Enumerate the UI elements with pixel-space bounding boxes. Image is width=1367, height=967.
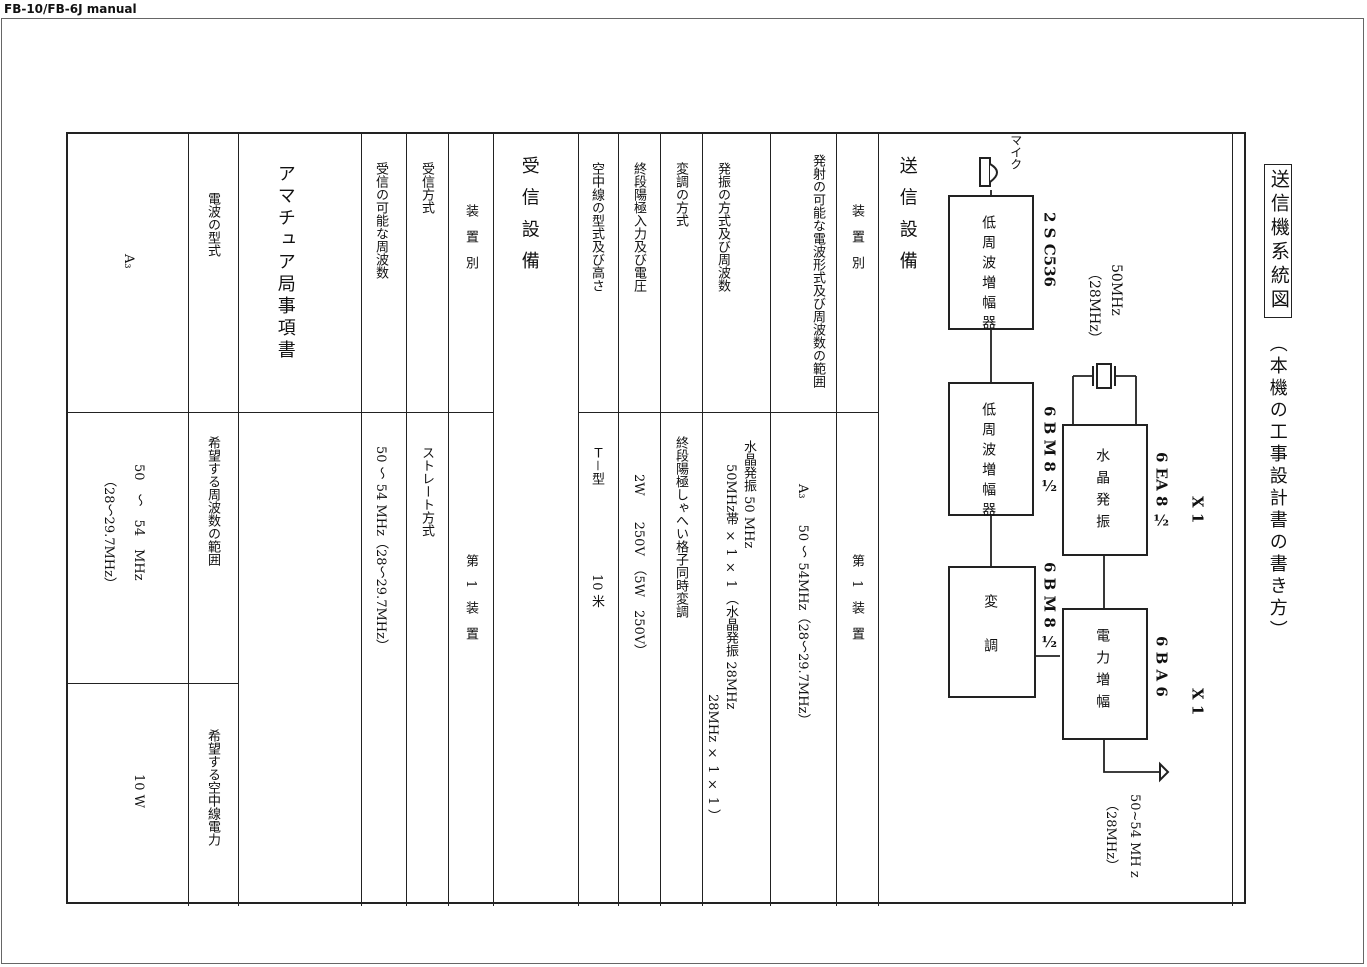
rx-label-method: 受信方式 [418, 162, 434, 214]
rx-value-method: ストレート方式 [418, 446, 434, 537]
output-freq-sub: （28MHz） [1102, 798, 1118, 873]
amateur-section-title: アマチュア局事項書 [274, 164, 296, 362]
stage-modulator: 変調 [948, 566, 1036, 698]
stage4-tube: 6 EA 8 ½ [1152, 452, 1171, 530]
tx-section-title: 送 信 設 備 [896, 156, 918, 274]
amateur-header-power: 希望する空中線電力 [204, 729, 220, 846]
tx-label-modulation: 変調の方式 [672, 162, 688, 227]
amateur-value-emission: A₃ [120, 254, 136, 269]
crystal-freq: 50MHz [1108, 264, 1125, 316]
tx-value-range: A₃ 50 ～ 54MHz（28～29.7MHz） [794, 484, 810, 727]
diagram-title: 送信機系統図 [1264, 164, 1292, 318]
stage5-mult: X 1 [1188, 688, 1207, 716]
stage-af-amp-1: 低周波増幅器 [948, 195, 1034, 335]
stage5-tube: 6 B A 6 [1152, 636, 1171, 697]
rx-section-title: 受 信 設 備 [518, 156, 540, 274]
tx-value-osc-3: 28MHz × 1 × 1 ） [704, 694, 720, 823]
tx-label-range: 発射の可能な電波形式及び周波数の範囲 [810, 154, 825, 388]
diagram-caption: （本機の工事設計書の書き方） [1266, 334, 1288, 642]
tx-label-input: 終段陽極入力及び電圧 [630, 162, 646, 292]
stage-modulator-label: 変調 [982, 594, 999, 682]
amateur-value-power: 10 W [130, 774, 146, 809]
page-frame [1, 18, 1364, 964]
tx-value-antenna-height: 10 米 [588, 574, 604, 608]
mic-label: マイク [1008, 134, 1023, 170]
stage-crystal-osc: 水晶発振 [1062, 424, 1148, 556]
amateur-value-freq-sub: （28～29.7MHz） [100, 474, 116, 590]
tx-value-antenna-type: Ｔ－型 [588, 446, 604, 486]
tx-value-osc-1: 水晶発振 50 MHz [740, 440, 756, 549]
stage-crystal-osc-label: 水晶発振 [1094, 448, 1111, 536]
crystal-freq-sub: （28MHz） [1086, 266, 1103, 346]
manual-title: FB-10/FB-6J manual [4, 2, 137, 16]
tx-value-modulation: 終段陽極しゃへい格子同時変調 [672, 436, 688, 618]
tx-label-oscillation: 発振の方式及び周波数 [714, 162, 730, 292]
amateur-header-emission: 電波の型式 [204, 192, 220, 257]
stage4-mult: X 1 [1188, 496, 1207, 524]
rx-value-device: 第 1 装 置 [462, 554, 478, 641]
amateur-value-freq: 50 ～ 54 MHz [130, 464, 146, 581]
tx-label-device: 装 置 別 [848, 204, 864, 269]
stage-power-amp-label: 電力増幅 [1094, 628, 1111, 716]
stage1-tube: 2 S C536 [1040, 212, 1059, 287]
rx-label-device: 装 置 別 [462, 204, 478, 269]
stage-af-amp-1-label: 低周波増幅器 [980, 215, 997, 335]
stage-power-amp: 電力増幅 [1062, 608, 1148, 740]
rx-label-range: 受信の可能な周波数 [372, 162, 388, 279]
stage2-tube: 6 B M 8 ½ [1040, 406, 1059, 496]
tx-value-osc-2: 50MHz帯 × 1 × 1 （水晶発振 28MHz [722, 464, 738, 710]
tx-label-antenna: 空中線の型式及び高さ [588, 162, 604, 292]
stage-af-amp-2: 低周波増幅器 [948, 382, 1034, 522]
tx-value-device: 第 1 装 置 [848, 554, 864, 641]
tx-value-input: 2W 250V （5W 250V） [630, 474, 646, 658]
stage3-tube: 6 B M 8 ½ [1040, 562, 1059, 652]
document-form: A₃ 50 ～ 54 MHz （28～29.7MHz） 10 W 電波の型式 希… [66, 132, 1292, 906]
stage-af-amp-2-label: 低周波増幅器 [980, 402, 997, 522]
output-freq: 50~54 MH z [1126, 794, 1142, 878]
amateur-header-freq: 希望する周波数の範囲 [204, 436, 220, 566]
rx-value-range: 50 ～ 54 MHz（28～29.7MHz） [372, 446, 388, 652]
